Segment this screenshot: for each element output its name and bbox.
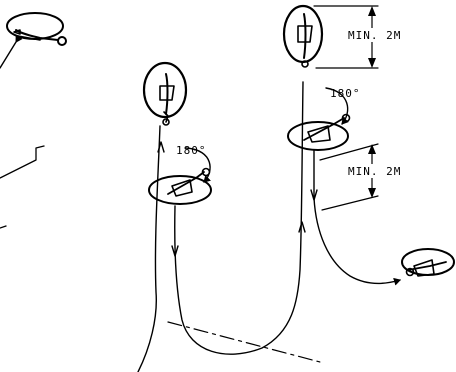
dimension-lower: MIN. 2M: [319, 143, 418, 211]
helicopter-nose-up-left: [142, 61, 188, 126]
dimension-label-lower: MIN. 2M: [348, 165, 401, 178]
rotation-label-lower: 180°: [176, 144, 207, 157]
rotation-arrow-upper: [325, 87, 349, 125]
helicopter-exit: [401, 248, 455, 277]
dimension-upper: MIN. 2M: [313, 5, 418, 69]
helicopter-nose-up-right: [282, 4, 324, 68]
dashed-reference-line: [167, 321, 321, 363]
descent-transfer-path: [174, 81, 304, 355]
approach-path-top-left: [0, 34, 23, 69]
exit-path: [313, 149, 401, 286]
descent-arrow: [171, 245, 179, 257]
rotation-arrow-lower: [185, 147, 212, 183]
helicopter-rotating-upper: [287, 113, 351, 151]
lower-climb-path: [137, 125, 161, 372]
dimension-label-upper: MIN. 2M: [348, 29, 401, 42]
exit-down-arrow: [310, 189, 318, 201]
lower-climb-arrow: [157, 141, 165, 153]
helicopter-top-left: [6, 12, 67, 46]
right-climb-arrow: [298, 221, 306, 233]
ground-marker-left: [0, 145, 45, 229]
rotation-label-upper: 180°: [330, 87, 361, 100]
